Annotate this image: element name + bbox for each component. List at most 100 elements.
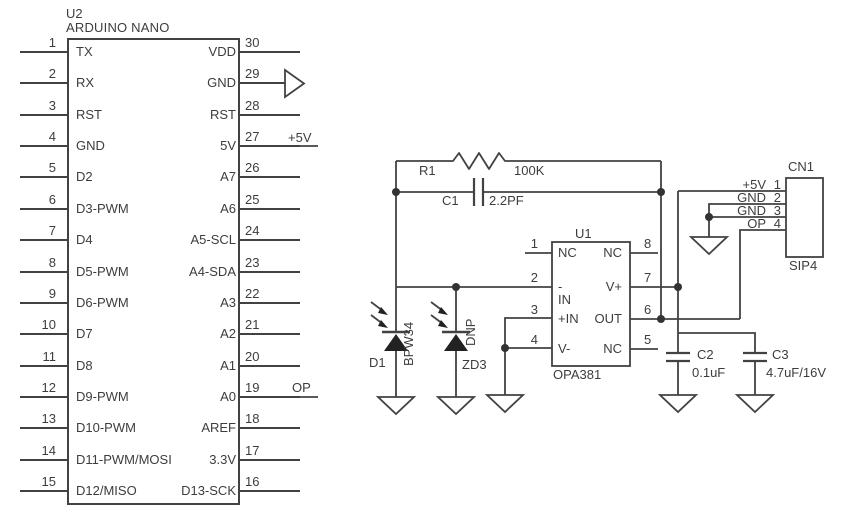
pin-wire: [20, 82, 67, 85]
pin-row: 15 D12/MISO: [20, 472, 246, 503]
pin-label: D5-PWM: [76, 263, 129, 279]
junction-dots: [392, 188, 713, 352]
pin-wire: [20, 458, 67, 461]
pin-number: 16: [245, 474, 260, 490]
noninverting-ground-wire: [504, 317, 552, 395]
pin-number: 6: [644, 302, 652, 317]
pin-number: 7: [48, 223, 56, 239]
pin-row: 16 D13-SCK: [148, 472, 320, 503]
net-label-op: OP: [292, 380, 311, 395]
pin-row: 4 GND: [20, 127, 246, 158]
c3-value: 4.7uF/16V: [766, 365, 826, 380]
pin-row: 3 RST: [20, 96, 246, 127]
pin-label: AREF: [201, 420, 236, 436]
pin-number: 13: [41, 411, 56, 427]
c3-refdes: C3: [772, 347, 789, 362]
pin-wire: [20, 239, 67, 242]
cap-top-rail: [678, 332, 756, 353]
pin-wire: [240, 239, 300, 242]
pin-row: 30 VDD: [148, 33, 320, 64]
pin-label: GND: [76, 138, 105, 154]
pin-number: 23: [245, 254, 260, 270]
pin-number: 3: [530, 302, 538, 317]
pin-wire: [20, 301, 67, 304]
pin-number: 2: [773, 190, 781, 205]
pin-wire: [240, 145, 300, 148]
pin-number: 3: [773, 203, 781, 218]
pin-row: 27 5V: [148, 127, 320, 158]
pin-number: 6: [48, 191, 56, 207]
u2-left-pins: 1 TX 2 RX 3 RST 4 GND 5: [20, 33, 246, 503]
pin-row: 20 A1: [148, 347, 320, 378]
pin-label: D10-PWM: [76, 420, 136, 436]
pin-wire: [240, 301, 300, 304]
pin-label: D12/MISO: [76, 483, 137, 499]
capacitor-c1-icon: [396, 178, 661, 206]
pin-number: 2: [530, 270, 538, 285]
ground-icon: [688, 236, 730, 256]
pin-number: 10: [41, 317, 56, 333]
pin-row: 24 A5-SCL: [148, 221, 320, 252]
pin-number: 18: [245, 411, 260, 427]
pin-row: 12 D9-PWM: [20, 378, 246, 409]
u2-component-body: [67, 38, 240, 505]
u2-part-name: ARDUINO NANO: [66, 20, 170, 35]
pin-wire: [20, 145, 67, 148]
pin-label: D4: [76, 232, 93, 248]
pin-number: 20: [245, 348, 260, 364]
pin-wire: [20, 490, 67, 493]
pin-label: NC: [558, 245, 577, 260]
ground-icon: [484, 394, 526, 414]
pin-wire: [240, 427, 300, 430]
pin-row: 18 AREF: [148, 409, 320, 440]
pin-label: A4-SDA: [189, 263, 236, 279]
d1-part-name: BPW34: [401, 321, 416, 366]
pin-row: 9 D6-PWM: [20, 284, 246, 315]
pin-wire: [240, 333, 300, 336]
pin-row: 25 A6: [148, 190, 320, 221]
pin-label: A6: [220, 200, 236, 216]
pin-wire: [240, 395, 300, 398]
pin-number: 27: [245, 129, 260, 145]
pin-number: 4: [773, 216, 781, 231]
pin-row: 17 3.3V: [148, 441, 320, 472]
pin-number: 26: [245, 160, 260, 176]
pin-wire: [20, 364, 67, 367]
pin-number: 30: [245, 35, 260, 50]
pin-label: RX: [76, 75, 95, 91]
d1-refdes: D1: [369, 355, 386, 370]
pin-wire: [240, 51, 300, 53]
pin-number: 11: [42, 348, 57, 364]
pin-label: A2: [220, 326, 236, 342]
capacitor-c2-icon: [666, 351, 690, 395]
pin-wire: [240, 270, 300, 273]
pin-wire: [20, 270, 67, 273]
pin-wire: [20, 333, 67, 336]
r1-refdes: R1: [419, 163, 436, 178]
pin-label: VDD: [208, 44, 236, 59]
pin-label: GND: [737, 203, 766, 218]
pin-number: 3: [48, 97, 56, 113]
pin-row: 28 RST: [148, 96, 320, 127]
c1-refdes: C1: [442, 193, 459, 208]
pin-label: A3: [220, 294, 236, 310]
u2-right-pins: 30 VDD 29 GND 28 RST 27 5V: [148, 33, 320, 503]
pin-label: D3-PWM: [76, 200, 129, 216]
ground-icon: [375, 396, 417, 416]
junction-dot: [501, 344, 509, 352]
pin-number: 15: [41, 474, 56, 490]
pin-wire: [240, 364, 300, 367]
zd3-part-name: DNP: [463, 318, 478, 346]
junction-dot: [392, 188, 400, 196]
pin-label: +IN: [558, 311, 579, 326]
pin-label: A1: [220, 357, 236, 373]
pin-wire: [20, 176, 67, 179]
cn1-component-body: [785, 177, 824, 258]
pin-label: D11-PWM/MOSI: [76, 451, 172, 467]
pin-label: RST: [210, 106, 236, 122]
pin-label: D9-PWM: [76, 388, 129, 404]
pin-wire: [20, 113, 67, 116]
cn1-op-wire: [739, 229, 786, 319]
cn1-part-name: SIP4: [789, 258, 818, 273]
pin-row: 6 D3-PWM: [20, 190, 246, 221]
